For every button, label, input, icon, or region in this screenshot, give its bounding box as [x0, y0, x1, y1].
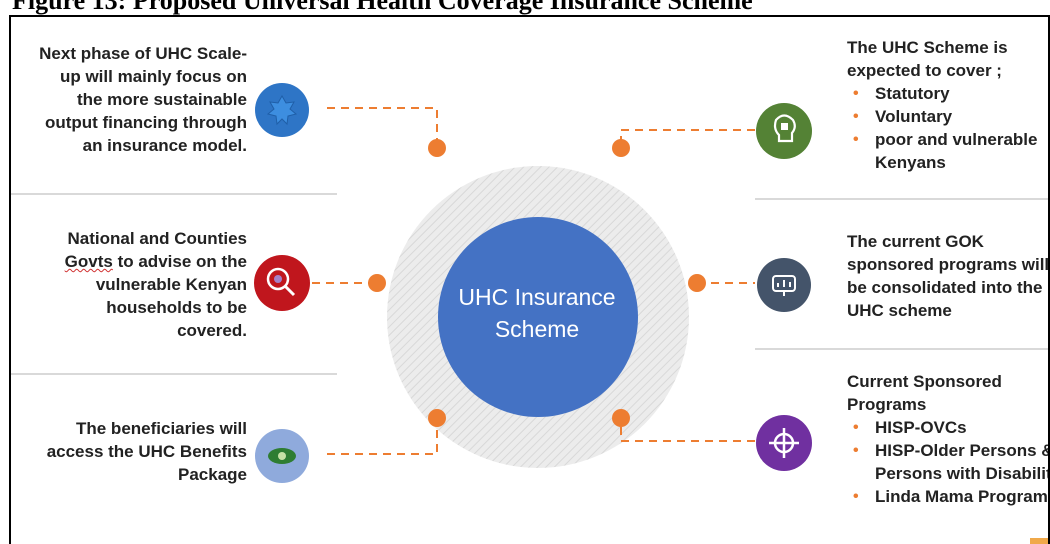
- diagram-frame: UHC Insurance Scheme Next phase of UHC S…: [9, 15, 1050, 544]
- bullet-item: poor and vulnerable Kenyans: [847, 128, 1048, 174]
- text-line: Govts to advise on the: [11, 250, 247, 273]
- bullet-item: HISP-OVCs: [847, 416, 1048, 439]
- connector-dot-middle-left: [368, 274, 386, 292]
- separator-left-1: [11, 193, 337, 195]
- separator-left-2: [11, 373, 337, 375]
- connector-dot-bottom-right: [612, 409, 630, 427]
- diagram-canvas: [11, 83, 1048, 483]
- connector-dot-middle-right: [688, 274, 706, 292]
- text-line: Current Sponsored: [847, 372, 1002, 391]
- bullet-list: HISP-OVCs HISP-Older Persons & Persons w…: [847, 416, 1048, 508]
- text-line: access the UHC Benefits: [46, 442, 247, 461]
- text-line: vulnerable Kenyan: [95, 275, 247, 294]
- corner-logo-mark: [1030, 538, 1048, 544]
- search-gear-icon: [254, 255, 310, 311]
- text-line: output financing through: [44, 113, 247, 132]
- center-label-line-2: Scheme: [494, 316, 580, 342]
- text-line: The UHC Scheme is: [847, 38, 1008, 57]
- center-label: UHC Insurance Scheme: [437, 281, 637, 345]
- connector-top-left: [327, 107, 438, 148]
- text-line: Package: [178, 465, 247, 484]
- settings-gear-icon: [255, 83, 309, 137]
- text-line: an insurance model.: [82, 136, 247, 155]
- left-text-block-3: The beneficiaries will access the UHC Be…: [11, 417, 247, 486]
- text-line: up will mainly focus on: [59, 67, 247, 86]
- text-line: UHC scheme: [847, 301, 952, 320]
- right-text-block-1: The UHC Scheme is expected to cover ; St…: [847, 36, 1048, 174]
- connector-top-right: [620, 129, 755, 148]
- figure-title: Figure 13: Proposed Universal Health Cov…: [12, 0, 753, 15]
- eye-icon: [255, 429, 309, 483]
- text-line: be consolidated into the: [847, 278, 1043, 297]
- presentation-chart-icon: [757, 258, 811, 312]
- text-line: Next phase of UHC Scale-: [39, 44, 247, 63]
- text-fragment: to advise on the: [112, 252, 247, 271]
- text-line: the more sustainable: [76, 90, 247, 109]
- connector-bottom-left: [327, 418, 438, 455]
- center-circle: [438, 217, 638, 417]
- left-text-block-2: National and Counties Govts to advise on…: [11, 227, 247, 342]
- bullet-item: Statutory: [847, 82, 1048, 105]
- text-line: The current GOK: [847, 232, 984, 251]
- separator-right-2: [755, 348, 1048, 350]
- bullet-item: Voluntary: [847, 105, 1048, 128]
- connector-bottom-right: [620, 418, 755, 442]
- connector-dot-bottom-left: [428, 409, 446, 427]
- text-line: expected to cover ;: [847, 61, 1002, 80]
- center-label-line-1: UHC Insurance: [458, 284, 616, 310]
- text-line: sponsored programs will: [847, 255, 1050, 274]
- text-line: National and Counties: [67, 229, 247, 248]
- text-line: The beneficiaries will: [75, 419, 247, 438]
- text-line: households to be: [106, 298, 247, 317]
- connector-dot-top-left: [428, 139, 446, 157]
- text-line: Programs: [847, 395, 927, 414]
- bullet-item: Linda Mama Program: [847, 485, 1048, 508]
- connector-dot-top-right: [612, 139, 630, 157]
- crosshair-target-icon: [756, 415, 812, 471]
- bullet-item: HISP-Older Persons & Persons with Disabi…: [847, 439, 1048, 485]
- right-text-block-2: The current GOK sponsored programs will …: [847, 230, 1050, 322]
- bullet-list: Statutory Voluntary poor and vulnerable …: [847, 82, 1048, 174]
- underlined-word: Govts: [64, 252, 113, 271]
- right-text-block-3: Current Sponsored Programs HISP-OVCs HIS…: [847, 370, 1048, 508]
- separator-right-1: [755, 198, 1048, 200]
- head-profile-icon: [756, 103, 812, 159]
- text-line: covered.: [177, 321, 247, 340]
- left-text-block-1: Next phase of UHC Scale- up will mainly …: [11, 42, 247, 157]
